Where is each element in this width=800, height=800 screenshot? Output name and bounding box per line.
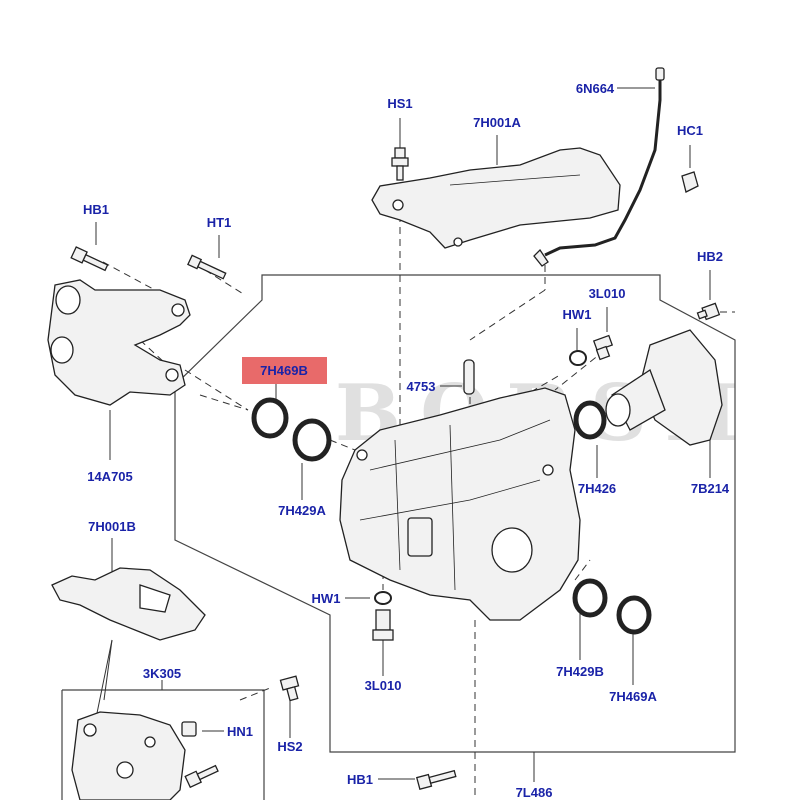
label-ht1: HT1 [207,215,232,230]
bolt-bottom-left [184,764,219,789]
heat-shield-7h001a [371,147,621,249]
leader-lines [95,87,711,782]
bolt-hb2 [696,302,721,321]
parts [47,67,723,800]
label-7l486: 7L486 [516,785,553,800]
label-3k305: 3K305 [143,666,181,681]
label-hc1: HC1 [677,123,703,138]
label-6n664: 6N664 [576,81,615,96]
label-hs2: HS2 [277,739,302,754]
label-3l010-bottom: 3L010 [365,678,402,693]
label-7h429b: 7H429B [556,664,604,679]
output-flange-7b214 [605,329,723,446]
label-7h426: 7H426 [578,481,616,496]
label-hb1-top: HB1 [83,202,109,217]
stud-ht1 [187,254,227,280]
pin-4753 [463,359,475,395]
dipstick-tube-6n664 [533,67,665,267]
label-hn1: HN1 [227,724,253,739]
bolt-hs1 [391,147,409,181]
highlight-box [242,357,327,384]
washer-hw1-top [569,350,587,366]
label-7h001b: 7H001B [88,519,136,534]
heat-shield-7h001b [51,567,206,641]
seal-7h429a [292,418,332,462]
plug-3l010-top [592,334,614,361]
label-7b214: 7B214 [691,481,730,496]
seal-7h469a [616,595,652,635]
label-3l010-top: 3L010 [589,286,626,301]
label-4753: 4753 [407,379,436,394]
seal-7h429b [572,578,608,618]
main-housing-7l486 [339,387,581,621]
washer-hw1-bottom [374,591,392,605]
bracket-14a705 [47,279,191,406]
clip-hc1 [681,171,699,193]
stud-hs2 [279,675,300,702]
bolt-hb1-bottom [415,769,457,791]
nut-hn1 [181,721,197,737]
bracket-3k305 [71,711,186,800]
label-hw1-top: HW1 [563,307,592,322]
label-hs1: HS1 [387,96,412,111]
label-7h001a: 7H001A [473,115,521,130]
seal-7h469b [251,397,289,439]
label-7h429a: 7H429A [278,503,326,518]
label-7h469b: 7H469B [260,363,308,378]
label-14a705: 14A705 [87,469,133,484]
label-hw1-bottom: HW1 [312,591,341,606]
seal-7h426 [573,400,607,440]
label-hb2: HB2 [697,249,723,264]
bolt-hb1-top [70,246,109,272]
part-labels: 6N664 HS1 7H001A HC1 HB1 HT1 HB2 3L010 H… [83,81,730,800]
label-hb1-bottom: HB1 [347,772,373,787]
label-7h469a: 7H469A [609,689,657,704]
plug-3l010-bottom [372,609,394,641]
